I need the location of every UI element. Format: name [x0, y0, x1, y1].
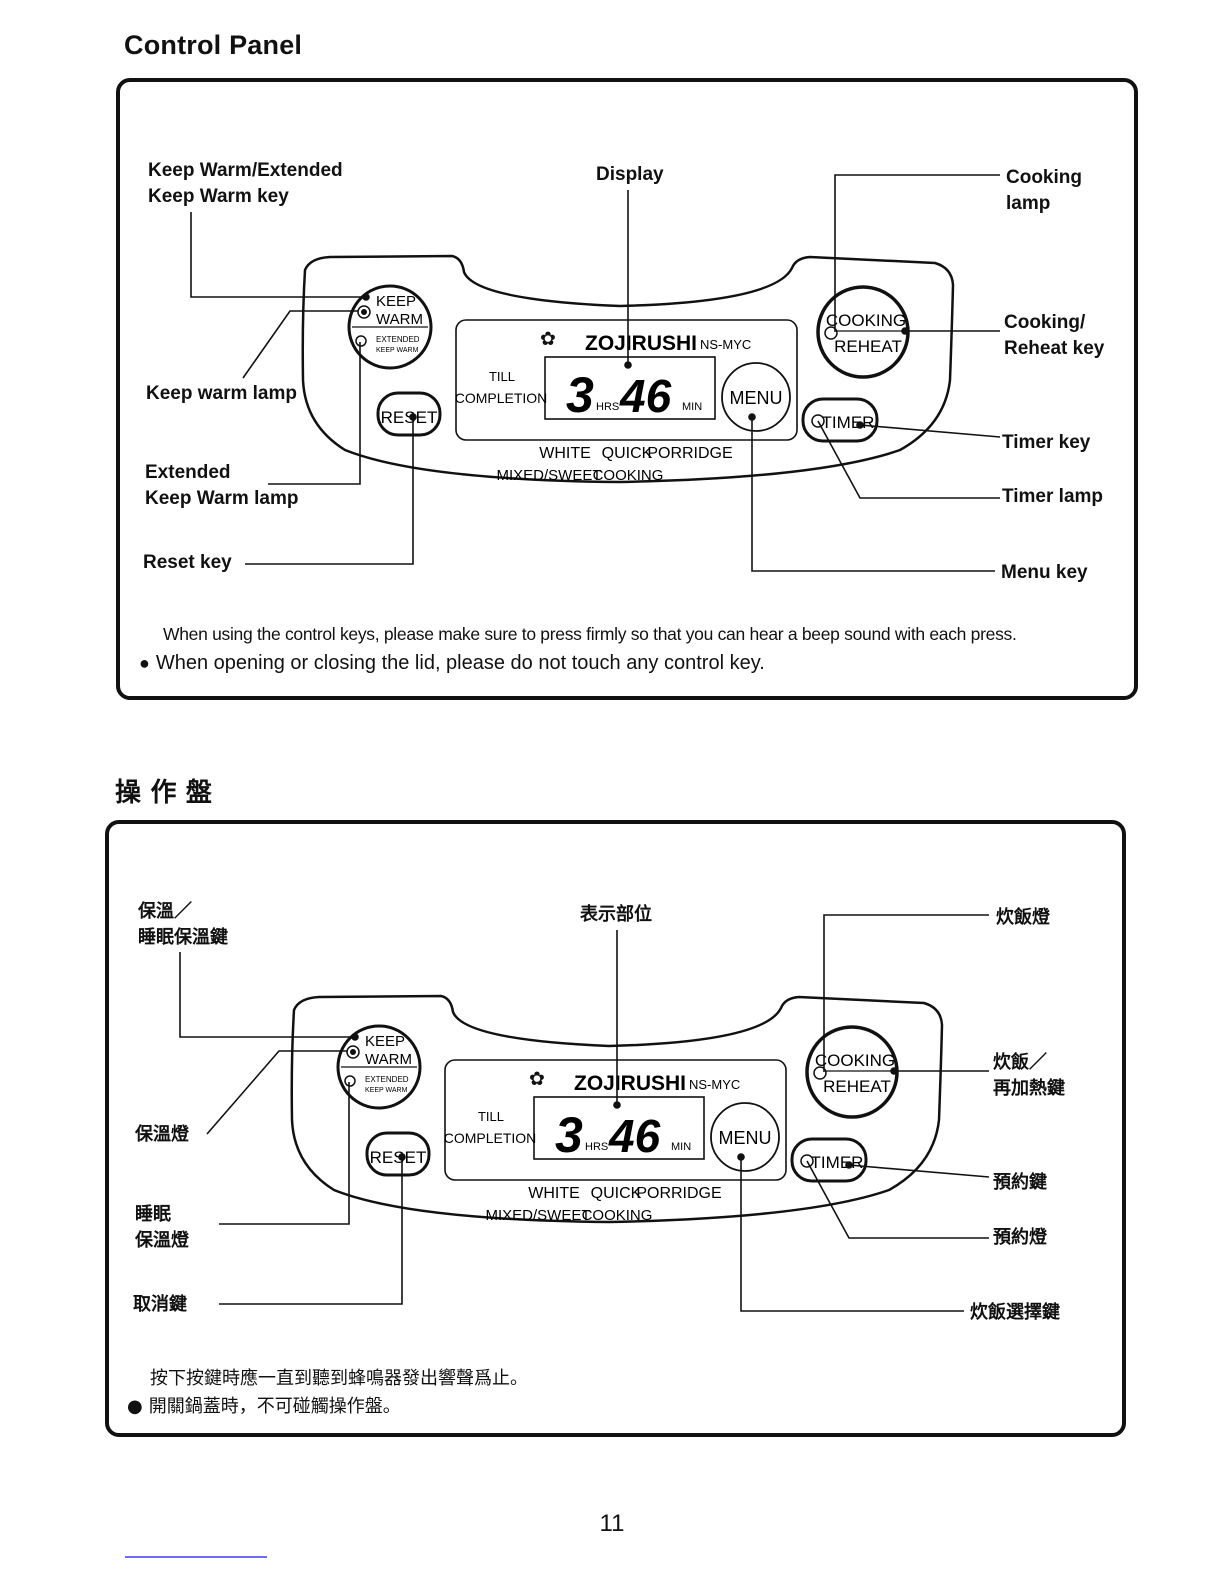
timer-button: [801, 397, 879, 443]
keep-warm-keep-text-zh: KEEP: [365, 1033, 405, 1050]
keepwarm-small-text: KEEP WARM: [376, 347, 419, 354]
label-keep-warm-key-zh: 保溫／睡眠保溫鍵: [138, 901, 228, 948]
menu-porridge-text-zh: PORRIDGE: [636, 1185, 721, 1202]
menu-mixed-text-zh: MIXED/SWEET: [485, 1207, 590, 1224]
reset-text-zh: RESET: [370, 1148, 427, 1167]
menu-text-zh: MENU: [719, 1128, 772, 1148]
label-display-zh: 表示部位: [580, 904, 652, 925]
note-lid: ●When opening or closing the lid, please…: [139, 652, 765, 674]
menu-mixed-text: MIXED/SWEET: [496, 467, 601, 484]
menu-button-zh: [710, 1102, 780, 1172]
extended-lamp-icon-zh: [344, 1075, 356, 1087]
note-lid-zh: ●開關鍋蓋時，不可碰觸操作盤。: [127, 1396, 401, 1417]
minutes-digits: 46: [619, 370, 672, 422]
cooking-text: COOKING: [826, 311, 906, 330]
display-frame: [455, 319, 798, 441]
page-number: 11: [599, 1510, 625, 1537]
note-press-firmly-zh: 按下按鍵時應一直到聽到蜂鳴器發出響聲爲止。: [150, 1368, 528, 1389]
control-panel-frame-zh: [105, 820, 1126, 1437]
leader-lines-zh: [179, 914, 990, 1312]
hrs-text-zh: HRS: [585, 1141, 608, 1153]
extended-text-zh: EXTENDED: [365, 1075, 409, 1084]
hours-digit: 3: [566, 367, 594, 423]
label-cooking-reheat-key: Cooking/Reheat key: [1004, 312, 1105, 359]
page-title-zh: 操 作 盤: [115, 778, 213, 808]
label-timer-key-zh: 預約鍵: [993, 1172, 1047, 1193]
label-keep-warm-lamp: Keep warm lamp: [146, 383, 297, 404]
menu-cooking-text: COOKING: [593, 467, 664, 484]
label-timer-lamp: Timer lamp: [1002, 486, 1104, 507]
till-text: TILL: [489, 369, 515, 384]
label-extended-lamp-zh: 睡眠保溫燈: [135, 1204, 189, 1251]
hrs-text: HRS: [596, 401, 619, 413]
note-press-firmly: When using the control keys, please make…: [163, 624, 1017, 644]
reheat-text-zh: REHEAT: [823, 1077, 891, 1096]
menu-quick-text-zh: QUICK: [591, 1185, 642, 1202]
panel-outline: [301, 254, 955, 484]
completion-text: COMPLETION: [455, 390, 548, 406]
menu-porridge-text: PORRIDGE: [647, 445, 732, 462]
cooking-lamp-icon-zh: [813, 1066, 827, 1080]
keep-warm-button: [347, 284, 433, 370]
keep-warm-warm-text-zh: WARM: [365, 1051, 412, 1068]
lcd-screen: [544, 356, 716, 420]
label-menu-key-zh: 炊飯選擇鍵: [970, 1302, 1060, 1323]
hours-digit-zh: 3: [555, 1107, 583, 1163]
label-menu-key: Menu key: [1001, 562, 1088, 583]
logo-icon-zh: ✿: [529, 1069, 545, 1090]
label-timer-lamp-zh: 預約燈: [993, 1227, 1047, 1248]
min-text-zh: MIN: [671, 1141, 691, 1153]
keep-warm-button-zh: [336, 1024, 422, 1110]
label-keep-warm-lamp-zh: 保溫燈: [135, 1124, 189, 1145]
model-text-zh: NS-MYC: [689, 1077, 740, 1092]
footer-rule: [125, 1556, 267, 1558]
menu-white-text-zh: WHITE: [528, 1185, 580, 1202]
model-text: NS-MYC: [700, 337, 751, 352]
label-reset-key-zh: 取消鍵: [133, 1294, 187, 1315]
label-cooking-reheat-key-zh: 炊飯／再加熱鍵: [993, 1052, 1065, 1099]
extended-lamp-icon: [355, 335, 367, 347]
menu-text: MENU: [730, 388, 783, 408]
keepwarm-small-text-zh: KEEP WARM: [365, 1087, 408, 1094]
keep-warm-keep-text: KEEP: [376, 293, 416, 310]
leader-lines: [190, 174, 1001, 572]
page-title-en: Control Panel: [124, 30, 303, 60]
brand-text-zh: ZOJIRUSHI: [574, 1072, 686, 1095]
panel-illustration: KEEP WARM EXTENDED KEEP WARM RESET ✿ ZOJ…: [301, 254, 955, 484]
reset-button: [376, 391, 442, 437]
label-timer-key: Timer key: [1002, 432, 1091, 453]
keep-warm-warm-text: WARM: [376, 311, 423, 328]
reset-button-zh: [365, 1131, 431, 1177]
reset-text: RESET: [381, 408, 438, 427]
completion-text-zh: COMPLETION: [444, 1130, 537, 1146]
menu-quick-text: QUICK: [602, 445, 653, 462]
label-display: Display: [596, 164, 664, 185]
timer-button-zh: [790, 1137, 868, 1183]
minutes-digits-zh: 46: [608, 1110, 661, 1162]
till-text-zh: TILL: [478, 1109, 504, 1124]
extended-text: EXTENDED: [376, 335, 420, 344]
cooking-lamp-icon: [824, 326, 838, 340]
brand-text: ZOJIRUSHI: [585, 332, 697, 355]
min-text: MIN: [682, 401, 702, 413]
label-reset-key: Reset key: [143, 552, 232, 573]
cooking-text-zh: COOKING: [815, 1051, 895, 1070]
bullet-icon-zh: ●: [127, 1396, 143, 1417]
timer-text-zh: TIMER: [811, 1153, 864, 1172]
label-cooking-lamp-zh: 炊飯燈: [996, 907, 1050, 928]
panel-outline-zh: [290, 994, 944, 1224]
menu-white-text: WHITE: [539, 445, 591, 462]
control-panel-frame-en: [116, 78, 1138, 700]
bullet-icon: ●: [139, 653, 150, 673]
menu-button: [721, 362, 791, 432]
menu-cooking-text-zh: COOKING: [582, 1207, 653, 1224]
reheat-text: REHEAT: [834, 337, 902, 356]
logo-icon: ✿: [540, 329, 556, 350]
